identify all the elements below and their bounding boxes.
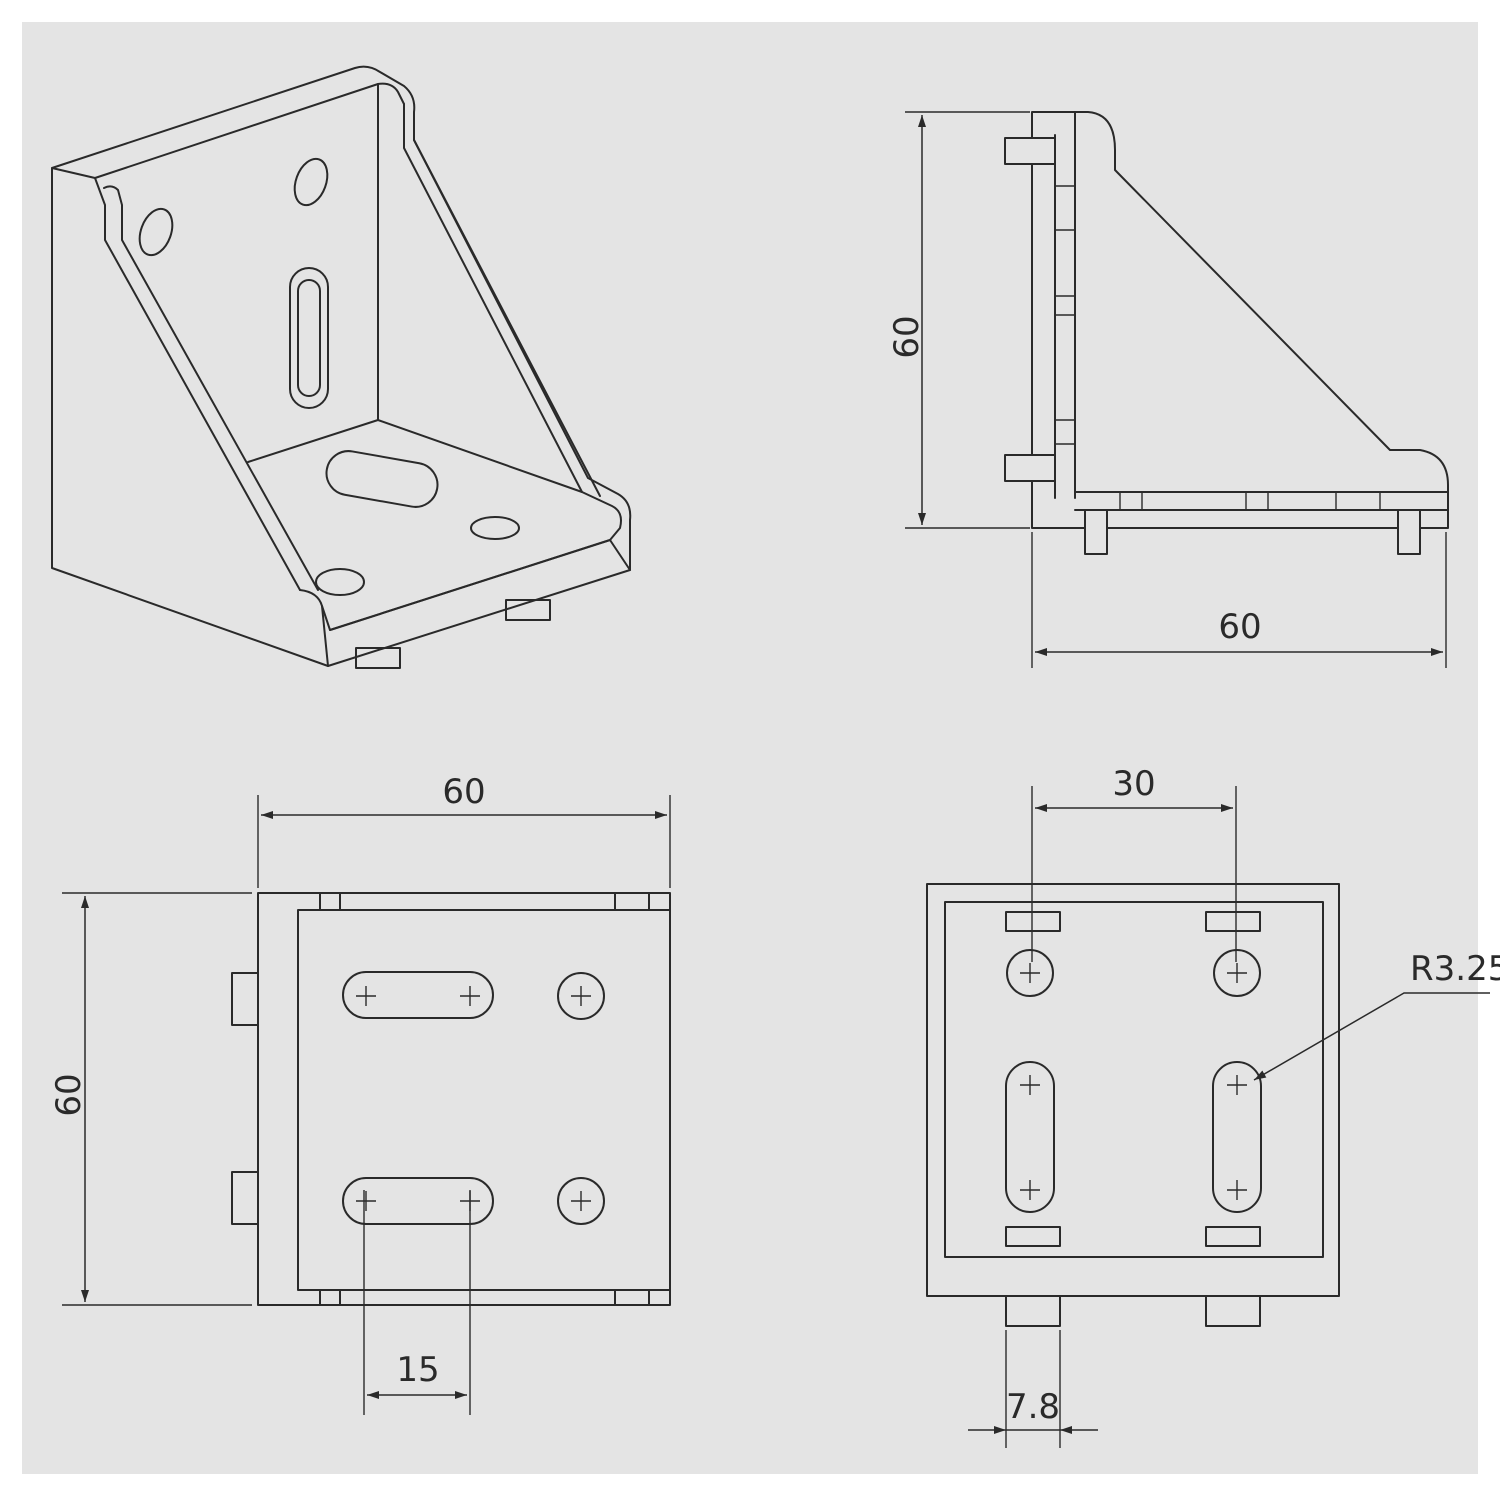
iso-hole-4	[315, 568, 365, 596]
bottom-tab-label: 7.8	[1006, 1387, 1060, 1427]
iso-tab-1	[355, 647, 401, 669]
bottom-tab-bottom-left	[1005, 1226, 1061, 1247]
isometric-view	[51, 65, 632, 669]
iso-slot-horizontal	[325, 450, 439, 508]
side-ribs	[1055, 185, 1381, 510]
front-view: 60 60 15	[49, 772, 671, 1415]
front-tab-left-bottom	[231, 1171, 259, 1225]
bottom-hole-left	[1006, 949, 1054, 997]
bottom-tab-bottom-right	[1205, 1226, 1261, 1247]
bottom-inner-frame	[944, 901, 1324, 1258]
bottom-view: 30 R3.25 7.8	[926, 764, 1500, 1448]
front-height-label: 60	[49, 1073, 89, 1116]
bottom-radius-label: R3.25	[1410, 949, 1500, 989]
bottom-tab-top-right	[1205, 911, 1261, 932]
bottom-slot-left	[1005, 1061, 1055, 1213]
bottom-slot-right	[1212, 1061, 1262, 1213]
front-hole-bottom	[557, 1177, 605, 1225]
side-tab-left-top	[1004, 137, 1056, 165]
side-view: 60 60	[887, 111, 1449, 668]
iso-silhouette	[51, 65, 632, 667]
front-tab-bottom-left	[319, 1289, 341, 1306]
iso-base-front	[321, 539, 631, 631]
iso-left-wall	[51, 167, 301, 591]
front-plate	[297, 909, 671, 1291]
front-tab-top-left	[319, 892, 341, 911]
bottom-tab-top-left	[1005, 911, 1061, 932]
iso-inner-left	[103, 185, 319, 591]
front-tab-top-right	[614, 892, 650, 911]
iso-tab-2	[505, 599, 551, 621]
side-tab-left-bottom	[1004, 454, 1056, 482]
side-tab-bottom-right	[1397, 509, 1421, 555]
iso-slot-vertical-inner	[297, 279, 321, 397]
side-body	[1031, 111, 1449, 529]
iso-right-gusset-outer	[403, 103, 583, 493]
bottom-center-marks	[1020, 963, 1247, 1200]
iso-hole-2	[293, 157, 329, 207]
front-tab-bottom-right	[614, 1289, 650, 1306]
front-width-label: 60	[442, 772, 485, 812]
side-tab-bottom-left	[1084, 509, 1108, 555]
front-tab-left-top	[231, 972, 259, 1026]
bottom-radius-leader	[1253, 992, 1490, 1081]
front-center-marks	[356, 986, 591, 1211]
side-height-label: 60	[887, 315, 927, 358]
bottom-protrude-left	[1005, 1295, 1061, 1327]
side-width-label: 60	[1218, 607, 1261, 647]
iso-base-plate	[247, 419, 622, 631]
bottom-outer-frame	[926, 883, 1340, 1297]
bottom-hole-right	[1213, 949, 1261, 997]
iso-hole-3	[470, 516, 520, 540]
front-slot-top	[342, 971, 494, 1019]
front-slot-bottom	[342, 1177, 494, 1225]
iso-slot-vertical	[289, 267, 329, 409]
bottom-protrude-right	[1205, 1295, 1261, 1327]
iso-hole-1	[138, 207, 174, 257]
iso-right-gusset-edge	[413, 139, 601, 497]
bottom-spacing-label: 30	[1112, 764, 1155, 804]
front-spacing-label: 15	[396, 1350, 439, 1390]
front-hole-top	[557, 972, 605, 1020]
